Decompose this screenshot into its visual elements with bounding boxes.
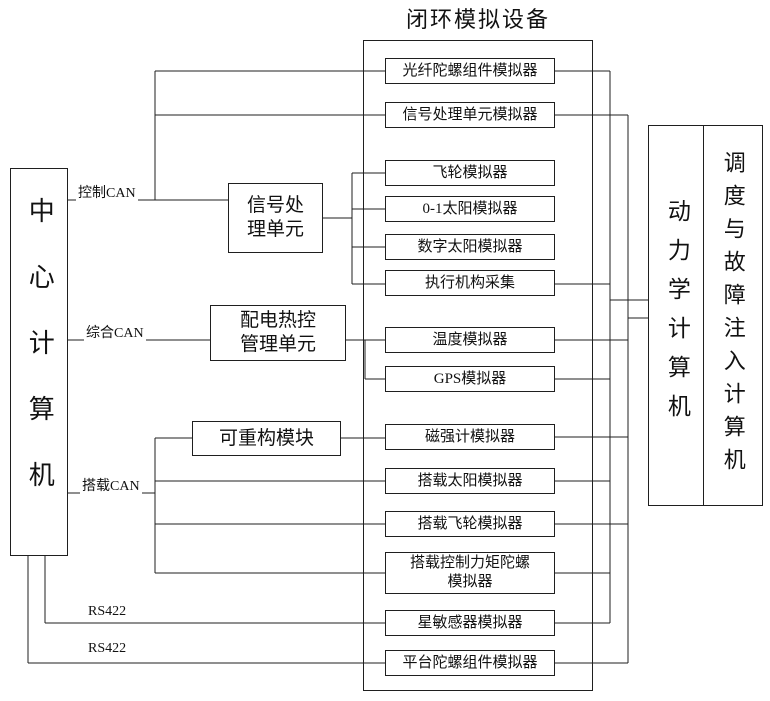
bus-label-rs422-b: RS422	[86, 641, 129, 657]
temperature-simulator-box: 温度模拟器	[385, 327, 555, 353]
connector-path	[27, 70, 648, 664]
magnetometer-simulator-box: 磁强计模拟器	[385, 424, 555, 450]
payload-sun-simulator-box: 搭载太阳模拟器	[385, 468, 555, 494]
star-sensor-simulator-box: 星敏感器模拟器	[385, 610, 555, 636]
platform-gyro-simulator-box: 平台陀螺组件模拟器	[385, 650, 555, 676]
payload-cmg-simulator-box: 搭载控制力矩陀螺 模拟器	[385, 552, 555, 594]
simulation-equipment-enclosure	[363, 40, 593, 691]
scheduling-fault-injection-computer-cell: 调度与故障注入计算机	[720, 150, 746, 481]
reconfigurable-module-box: 可重构模块	[192, 421, 341, 456]
right-computers-box: 动力学计算机 调度与故障注入计算机	[648, 125, 763, 506]
power-thermal-management-unit-box: 配电热控 管理单元	[210, 305, 346, 361]
actuator-acquisition-box: 执行机构采集	[385, 270, 555, 296]
bus-label-integrated-can: 综合CAN	[84, 322, 146, 342]
flywheel-simulator-box: 飞轮模拟器	[385, 160, 555, 186]
zero-one-sun-simulator-box: 0-1太阳模拟器	[385, 196, 555, 222]
signal-processing-unit-box: 信号处 理单元	[228, 183, 323, 253]
bus-label-payload-can: 搭载CAN	[80, 475, 142, 495]
diagram-title: 闭环模拟设备	[363, 2, 593, 34]
bus-label-control-can: 控制CAN	[76, 182, 138, 202]
digital-sun-simulator-box: 数字太阳模拟器	[385, 234, 555, 260]
gps-simulator-box: GPS模拟器	[385, 366, 555, 392]
signal-processing-unit-simulator-box: 信号处理单元模拟器	[385, 102, 555, 128]
dynamics-computer-cell: 动力学计算机	[649, 126, 704, 505]
fiber-optic-gyro-simulator-box: 光纤陀螺组件模拟器	[385, 58, 555, 84]
payload-flywheel-simulator-box: 搭载飞轮模拟器	[385, 511, 555, 537]
bus-label-rs422-a: RS422	[86, 604, 129, 620]
central-computer-box: 中心计算机	[10, 168, 68, 556]
